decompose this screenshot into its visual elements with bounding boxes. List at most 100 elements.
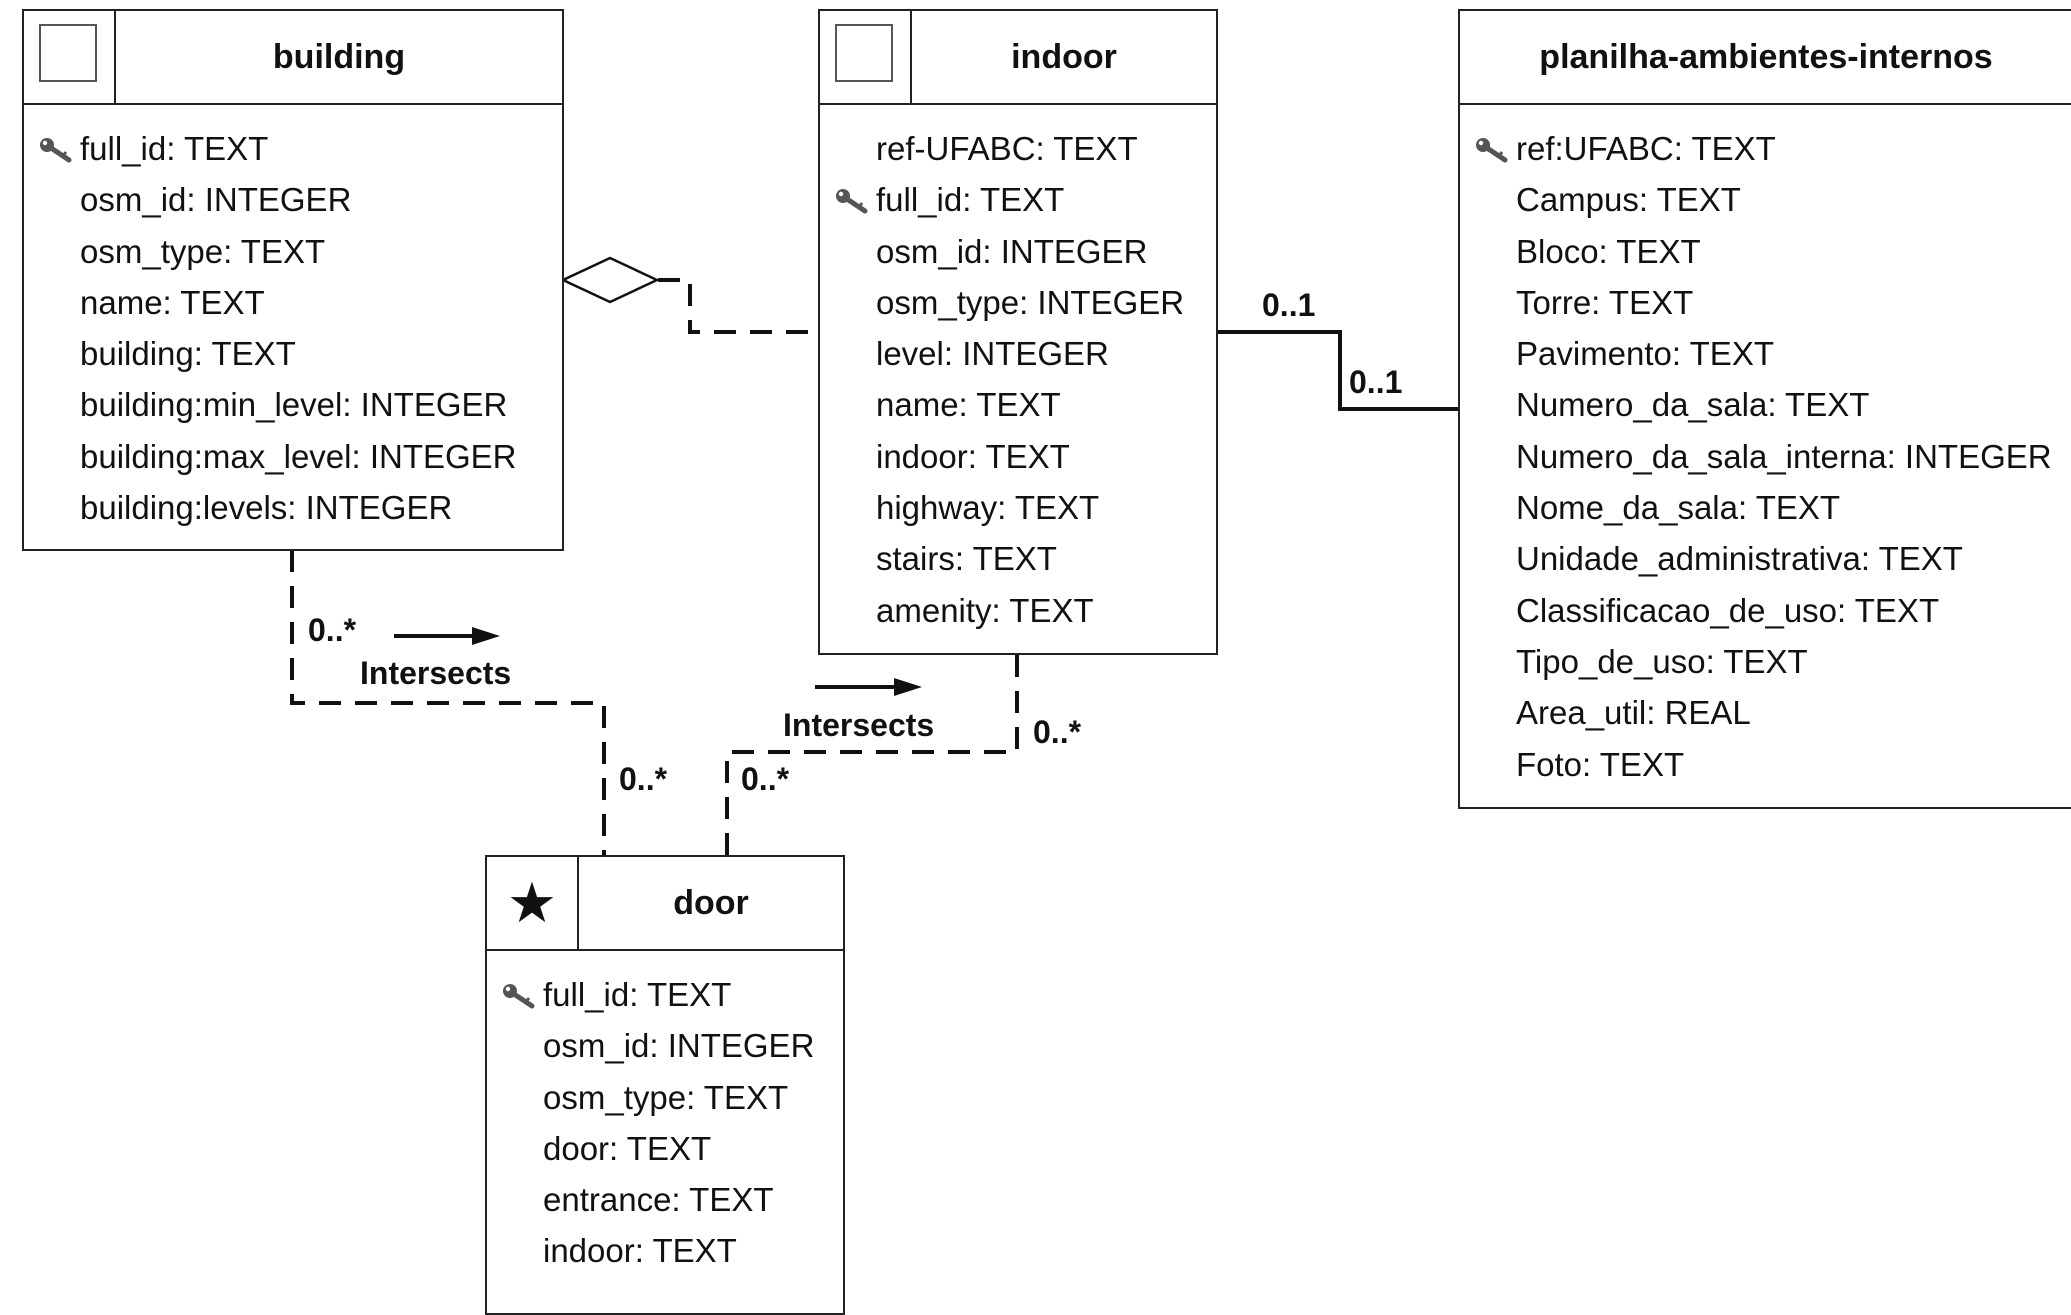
attribute-row: amenity: TEXT [820,585,1216,636]
entity-title: door [673,883,749,922]
attribute-text: door: TEXT [543,1129,712,1167]
aggregation-diamond-icon [560,256,660,304]
attribute-row: Numero_da_sala_interna: INTEGER [1460,431,2071,482]
attribute-text: Area_util: REAL [1516,694,1751,732]
attribute-text: entrance: TEXT [543,1181,774,1219]
attribute-text: name: TEXT [876,386,1061,424]
attribute-text: osm_type: TEXT [80,232,326,270]
attribute-text: Foto: TEXT [1516,745,1685,783]
attribute-row: name: TEXT [24,277,562,328]
multiplicity-label: 0..1 [1262,287,1316,323]
attribute-row: full_id: TEXT [820,174,1216,225]
attribute-row: building: TEXT [24,328,562,379]
attribute-text: indoor: TEXT [876,437,1070,475]
attribute-text: name: TEXT [80,283,265,321]
attribute-text: osm_type: TEXT [543,1078,789,1116]
attribute-row: highway: TEXT [820,482,1216,533]
attribute-text: Unidade_administrativa: TEXT [1516,540,1963,578]
attribute-text: osm_id: INTEGER [543,1027,815,1065]
attribute-row: full_id: TEXT [24,123,562,174]
attribute-text: highway: TEXT [876,489,1100,527]
attribute-text: level: INTEGER [876,335,1109,373]
attribute-row: Bloco: TEXT [1460,226,2071,277]
attribute-row: building:min_level: INTEGER [24,379,562,430]
relation-label: Intersects [360,655,512,691]
attribute-text: building:min_level: INTEGER [80,386,508,424]
attribute-row: full_id: TEXT [487,969,843,1020]
attribute-row: Classificacao_de_uso: TEXT [1460,585,2071,636]
key-icon [1474,123,1510,174]
key-icon [834,174,870,225]
attribute-row: entrance: TEXT [487,1174,843,1225]
aggregation-line [658,278,818,334]
entity-header: building [24,11,562,105]
attribute-text: osm_id: INTEGER [80,181,352,219]
attribute-text: full_id: TEXT [543,976,732,1013]
attribute-list: full_id: TEXT osm_id: INTEGER osm_type: TE… [24,105,562,543]
attribute-list: full_id: TEXT osm_id: INTEGER osm_type: TE… [487,951,843,1287]
attribute-text: Campus: TEXT [1516,181,1741,219]
attribute-text: full_id: TEXT [80,130,269,167]
attribute-text: amenity: TEXT [876,591,1094,629]
multiplicity-label: 0..* [308,612,357,648]
attribute-row: Foto: TEXT [1460,739,2071,790]
attribute-row: Unidade_administrativa: TEXT [1460,533,2071,584]
attribute-text: ref-UFABC: TEXT [876,130,1138,167]
attribute-text: Tipo_de_uso: TEXT [1516,642,1808,680]
attribute-text: Pavimento: TEXT [1516,335,1774,373]
multiplicity-label: 0..* [741,761,790,797]
planilha-ambientes-internos-entity[interactable]: planilha-ambientes-internos ref:UFABC: T… [1458,9,2071,809]
attribute-list: ref-UFABC: TEXT full_id: TEXT osm_id: INTE… [820,105,1216,646]
star-icon: ★ [487,857,579,949]
square-icon [820,11,912,103]
indoor-door-line [725,655,1019,855]
square-icon [24,11,116,103]
attribute-text: full_id: TEXT [876,181,1065,219]
attribute-row: indoor: TEXT [820,431,1216,482]
attribute-text: Numero_da_sala: TEXT [1516,386,1870,424]
door-entity[interactable]: ★ door full_id: TEXT osm_id: INTEGER osm_t… [485,855,845,1315]
indoor-entity[interactable]: indoor ref-UFABC: TEXT full_id: TEXT osm_i… [818,9,1218,655]
attribute-row: Area_util: REAL [1460,687,2071,738]
attribute-row: ref-UFABC: TEXT [820,123,1216,174]
attribute-text: building:max_level: INTEGER [80,437,517,475]
attribute-row: osm_id: INTEGER [820,226,1216,277]
entity-header: planilha-ambientes-internos [1460,11,2071,105]
attribute-row: Pavimento: TEXT [1460,328,2071,379]
attribute-text: indoor: TEXT [543,1232,737,1270]
attribute-row: building:max_level: INTEGER [24,431,562,482]
multiplicity-label: 0..* [1033,714,1082,750]
attribute-text: osm_type: INTEGER [876,283,1185,321]
attribute-row: osm_type: INTEGER [820,277,1216,328]
attribute-text: Numero_da_sala_interna: INTEGER [1516,437,2052,475]
relation-label: Intersects [783,707,935,743]
entity-header: indoor [820,11,1216,105]
indoor-planilha-line [1218,330,1458,411]
entity-title: building [272,37,406,76]
building-entity[interactable]: building full_id: TEXT osm_id: INTEGER osm… [22,9,564,551]
attribute-text: Classificacao_de_uso: TEXT [1516,591,1940,629]
entity-title: indoor [1011,37,1117,76]
building-door-line [290,550,606,855]
relationship-lines [290,256,1458,855]
attribute-row: osm_id: INTEGER [24,174,562,225]
attribute-row: stairs: TEXT [820,533,1216,584]
attribute-row: building:levels: INTEGER [24,482,562,533]
attribute-text: Nome_da_sala: TEXT [1516,489,1841,527]
attribute-row: level: INTEGER [820,328,1216,379]
attribute-row: door: TEXT [487,1123,843,1174]
attribute-row: indoor: TEXT [487,1225,843,1276]
attribute-text: stairs: TEXT [876,540,1057,578]
key-icon [501,969,537,1020]
attribute-row: osm_type: TEXT [487,1072,843,1123]
attribute-row: Numero_da_sala: TEXT [1460,379,2071,430]
entity-title: planilha-ambientes-internos [1539,37,1993,76]
attribute-row: Torre: TEXT [1460,277,2071,328]
attribute-row: Tipo_de_uso: TEXT [1460,636,2071,687]
direction-arrow-icon [394,627,500,645]
attribute-row: Campus: TEXT [1460,174,2071,225]
attribute-text: building:levels: INTEGER [80,489,453,527]
key-icon [38,123,74,174]
attribute-row: name: TEXT [820,379,1216,430]
